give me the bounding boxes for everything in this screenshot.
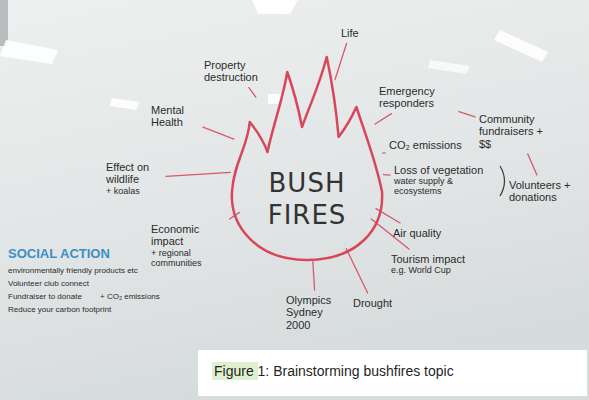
idea-text: Drought [353, 297, 392, 309]
idea-text: Emergency responders [379, 85, 455, 110]
flame-outline [228, 52, 386, 262]
branch-idea: Emergency responders [378, 84, 456, 111]
idea-text: Economic impact [151, 223, 229, 248]
bracket [500, 166, 505, 196]
idea-note: e.g. World Cup [391, 265, 465, 275]
light-reflection [428, 60, 470, 74]
idea-note: + regional communities [151, 248, 229, 268]
idea-text: Community fundraisers + $$ [479, 113, 557, 150]
idea-text: CO₂ emissions [389, 139, 462, 151]
section-heading: SOCIAL ACTION [8, 246, 110, 261]
branch-line [383, 152, 385, 154]
light-reflection [494, 30, 548, 62]
branch-line [346, 249, 367, 293]
branch-line [313, 262, 315, 290]
branch-idea: Olympics Sydney 2000 [285, 293, 347, 332]
branch-idea: Tourism impacte.g. World Cup [390, 252, 466, 276]
idea-text: BUSH FIRES [257, 168, 357, 230]
branch-idea: CO₂ emissions [388, 138, 463, 152]
branch-idea: Mental Health [150, 103, 200, 130]
branch-line [459, 112, 475, 117]
idea-text: Life [341, 27, 359, 39]
idea-text: Volunteers + donations [509, 179, 579, 204]
list-item: environmentally friendly products etc [8, 266, 138, 275]
branch-line [335, 43, 347, 79]
figure-caption: Figure 1: Brainstorming bushfires topic [214, 363, 454, 379]
branch-idea: Air quality [392, 226, 442, 240]
idea-text: Olympics Sydney 2000 [286, 294, 346, 331]
branch-line [249, 88, 256, 98]
list-item: Fundraiser to donate [8, 292, 82, 301]
branch-idea: Economic impact+ regional communities [150, 222, 230, 269]
list-item: + CO₂ emissions [100, 292, 160, 301]
light-reflection [252, 0, 298, 14]
idea-text: Tourism impact [391, 253, 465, 265]
caption-panel [198, 350, 587, 396]
branch-idea: Loss of vegetationwater supply & ecosyst… [393, 163, 498, 197]
idea-note: water supply & ecosystems [394, 176, 497, 196]
branch-idea: Property destruction [203, 58, 271, 85]
list-item: Reduce your carbon footprint [8, 305, 111, 314]
flame-outline-path [232, 57, 382, 260]
idea-text: Property destruction [204, 59, 270, 84]
board-edge [0, 0, 8, 46]
branch-line [375, 114, 391, 124]
branch-line [528, 154, 537, 175]
idea-text: Loss of vegetation [394, 164, 497, 176]
branch-idea: Life [340, 26, 360, 40]
idea-text: Mental Health [151, 104, 199, 129]
branch-idea: Drought [352, 296, 393, 310]
list-item: Volunteer club connect [8, 279, 89, 288]
idea-text: Effect on wildlife [106, 161, 162, 186]
branch-line [166, 172, 230, 176]
branch-line [203, 127, 234, 139]
light-reflection [110, 98, 140, 110]
branch-idea: Effect on wildlife+ koalas [105, 160, 163, 197]
idea-text: Air quality [393, 227, 441, 239]
flame-node: BUSH FIRES [228, 52, 386, 262]
idea-note: + koalas [106, 186, 162, 196]
branch-idea: Volunteers + donations [508, 178, 580, 205]
light-reflection [0, 40, 58, 64]
branch-line [383, 174, 390, 176]
branch-idea: Community fundraisers + $$ [478, 112, 558, 151]
